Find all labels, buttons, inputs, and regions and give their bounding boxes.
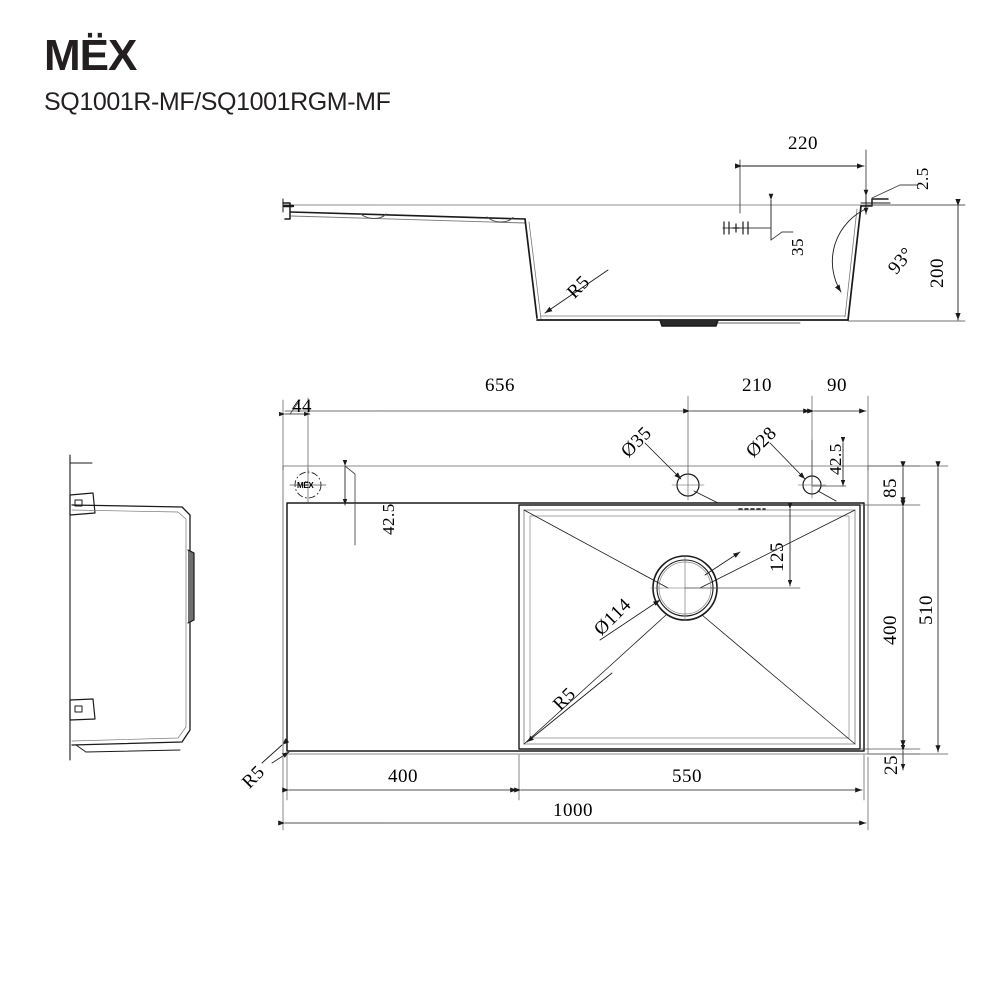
dim-plan-125: 125 <box>767 542 788 572</box>
side-view-geometry <box>69 454 195 761</box>
dim-plan-44: 44 <box>292 396 312 417</box>
dim-plan-42_5-left: 42.5 <box>379 503 398 535</box>
dim-plan-510: 510 <box>916 595 937 625</box>
plan-geometry <box>282 465 869 755</box>
title-block: MËX SQ1001R-MF/SQ1001RGM-MF <box>44 31 391 117</box>
dim-plan-400-horizontal: 400 <box>388 766 418 787</box>
dim-plan-25: 25 <box>881 755 902 775</box>
brand-logo: MËX <box>44 31 137 80</box>
elevation-hole-symbol <box>723 221 749 235</box>
dim-plan-85: 85 <box>880 478 901 498</box>
elevation-geometry <box>282 198 966 327</box>
elevation-dimensions <box>544 149 966 322</box>
dim-plan-400-vertical: 400 <box>880 615 901 645</box>
dim-plan-210: 210 <box>742 375 772 396</box>
dim-elevation-35: 35 <box>788 238 807 256</box>
dim-plan-656: 656 <box>485 375 515 396</box>
plan-dimensions <box>271 395 949 831</box>
dim-elevation-220: 220 <box>788 133 818 154</box>
dim-elevation-2_5: 2.5 <box>913 167 932 190</box>
dim-plan-1000: 1000 <box>553 800 593 821</box>
dim-elevation-200: 200 <box>927 258 948 288</box>
dim-plan-42_5-right: 42.5 <box>826 443 845 475</box>
model-number: SQ1001R-MF/SQ1001RGM-MF <box>44 88 391 116</box>
logo-stamp-label: MËX <box>297 481 314 490</box>
dim-plan-90: 90 <box>827 375 847 396</box>
dim-plan-550: 550 <box>672 766 702 787</box>
